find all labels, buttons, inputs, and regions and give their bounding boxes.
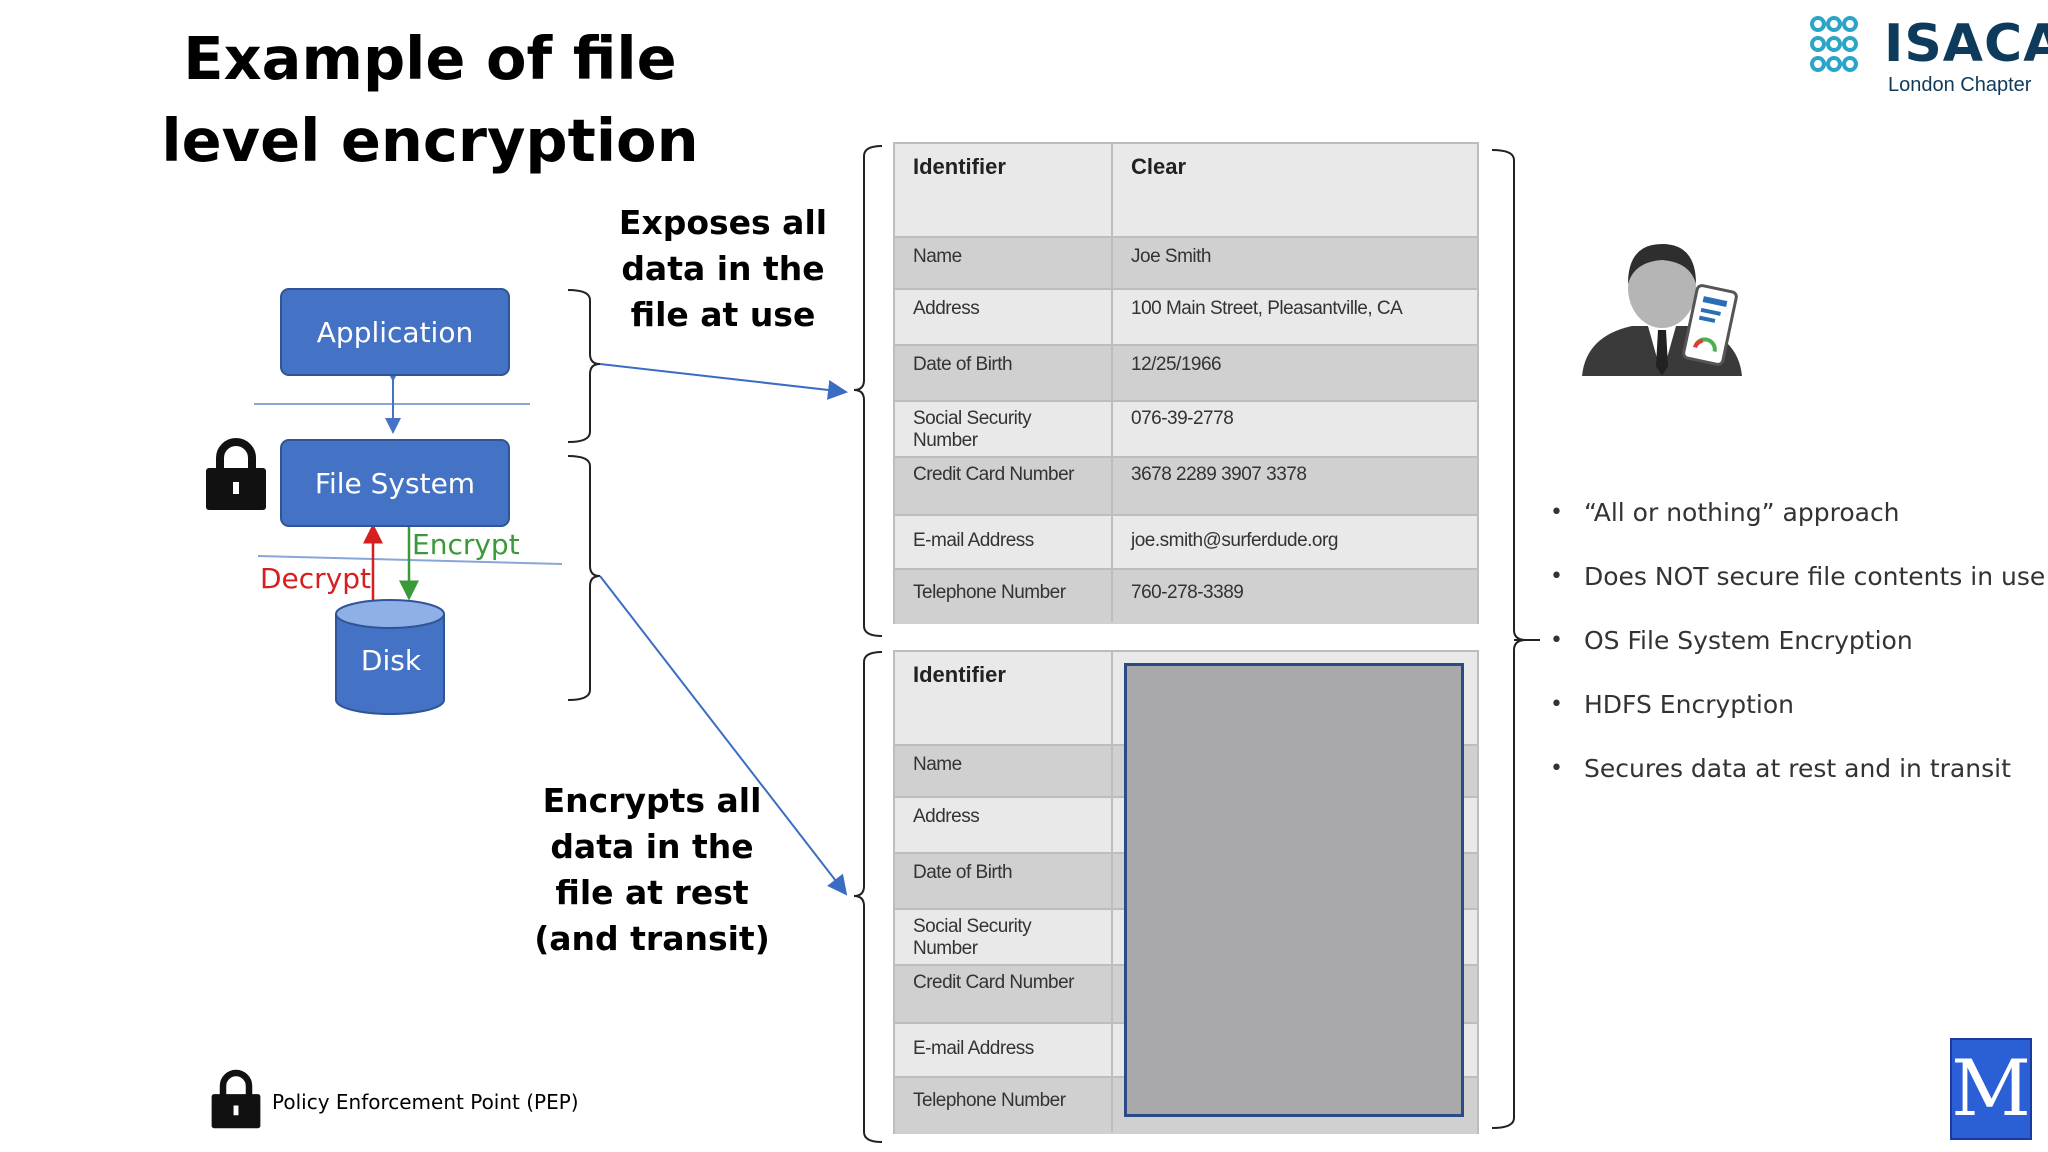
row-identifier: Name [913,754,962,775]
row-value: 3678 2289 3907 3378 [1131,464,1307,485]
isaca-logo-icon [1810,16,1858,72]
slide-title: Example of file level encryption [150,18,710,182]
application-box: Application [280,288,510,376]
row-identifier: Date of Birth [913,862,1013,883]
caption-line: (and transit) [534,919,770,958]
title-line-2: level encryption [161,106,699,175]
row-value: joe.smith@surferdude.org [1131,530,1338,551]
caption-line: file at use [630,295,816,334]
row-value: 076-39-2778 [1131,408,1234,429]
bullet-list: “All or nothing” approach Does NOT secur… [1548,490,2048,810]
bracket-table2 [853,651,883,1143]
table-column-divider [1111,652,1113,1132]
decrypt-label: Decrypt [260,562,372,595]
row-value: Joe Smith [1131,246,1211,267]
table-column-divider [1111,144,1113,622]
encrypted-values-mask [1124,663,1464,1117]
table-row: Telephone Number 760-278-3389 [895,568,1477,624]
file-system-box: File System [280,439,510,527]
caption-line: Exposes all [618,203,828,242]
isaca-logo-subtitle: London Chapter [1888,74,2032,96]
row-identifier: Name [913,246,962,267]
lock-icon-legend [211,1069,261,1129]
arrow-to-clear-table [599,363,848,400]
header-clear: Clear [1131,154,1187,179]
row-identifier: Telephone Number [913,582,1066,603]
row-identifier: E-mail Address [913,530,1034,551]
title-line-1: Example of file [183,24,677,93]
arrow-to-encrypted-table [599,575,848,896]
table-row: E-mail Address joe.smith@surferdude.org [895,514,1477,570]
header-identifier: Identifier [913,662,1006,687]
m-logo-icon: M [1950,1038,2032,1140]
exposes-caption: Exposes all data in the file at use [598,200,848,338]
encrypt-label: Encrypt [412,528,520,561]
pep-legend-label: Policy Enforcement Point (PEP) [272,1090,579,1114]
caption-line: data in the [550,827,754,866]
bullet-item: Does NOT secure file contents in use [1548,554,2048,618]
row-identifier: Address [913,806,980,827]
disk-label: Disk [360,644,422,677]
caption-line: data in the [621,249,825,288]
person-with-phone-icon [1582,244,1742,376]
encrypts-caption: Encrypts all data in the file at rest (a… [528,778,776,962]
isaca-logo-text: ISACA [1884,14,2048,74]
bullet-item: Secures data at rest and in transit [1548,746,2048,810]
table-row: Credit Card Number 3678 2289 3907 3378 [895,456,1477,516]
bracket-lower [567,455,601,701]
row-value: 760-278-3389 [1131,582,1244,603]
row-identifier: Social Security Number [913,916,1032,959]
table-header-row: Identifier Clear [895,144,1477,236]
bracket-table1 [853,145,883,637]
bullet-item: OS File System Encryption [1548,618,2048,682]
bullet-item: HDFS Encryption [1548,682,2048,746]
row-identifier: Telephone Number [913,1090,1066,1111]
row-identifier: Credit Card Number [913,464,1075,485]
row-identifier: Date of Birth [913,354,1013,375]
table-row: Name Joe Smith [895,236,1477,290]
bullet-item: “All or nothing” approach [1548,490,2048,554]
clear-data-table: Identifier Clear Name Joe Smith Address … [893,142,1479,624]
bracket-upper [567,289,601,443]
table-row: Address 100 Main Street, Pleasantville, … [895,288,1477,346]
row-identifier: Address [913,298,980,319]
caption-line: Encrypts all [542,781,762,820]
caption-line: file at rest [555,873,749,912]
table-row: Date of Birth 12/25/1966 [895,344,1477,402]
lock-icon [206,438,266,510]
table-row: Social Security Number 076-39-2778 [895,400,1477,458]
disk-cylinder [335,599,445,715]
row-identifier: E-mail Address [913,1038,1034,1059]
row-identifier: Credit Card Number [913,972,1075,993]
row-value: 100 Main Street, Pleasantville, CA [1131,298,1403,319]
row-identifier: Social Security Number [913,408,1032,451]
row-value: 12/25/1966 [1131,354,1222,375]
header-identifier: Identifier [913,154,1006,179]
